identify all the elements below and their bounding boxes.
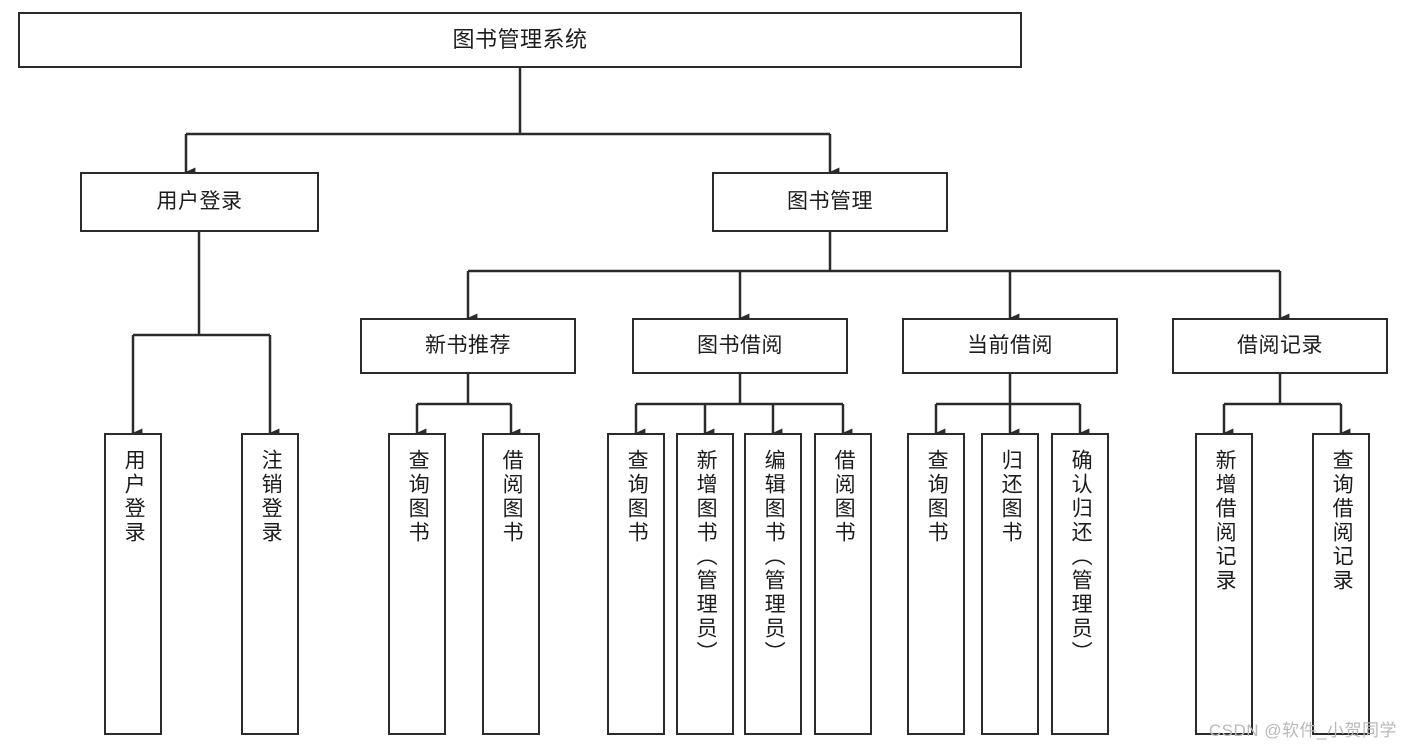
node-borrow-record[interactable]: 借阅记录 — [1172, 318, 1388, 374]
node-label: 查询图书 — [406, 449, 430, 545]
leaf-user-login-login[interactable]: 用户登录 — [104, 433, 162, 735]
node-new-book-recommend[interactable]: 新书推荐 — [360, 318, 576, 374]
leaf-record-add[interactable]: 新增借阅记录 — [1195, 433, 1253, 735]
leaf-current-return-book[interactable]: 归还图书 — [981, 433, 1039, 735]
leaf-borrow-edit-book[interactable]: 编辑图书（管理员） — [744, 433, 802, 735]
node-label: 图书借阅 — [697, 333, 783, 357]
node-label: 当前借阅 — [967, 333, 1053, 357]
node-label: 图书管理 — [787, 189, 873, 213]
node-label: 查询图书 — [925, 449, 949, 545]
node-label: 归还图书 — [999, 449, 1023, 545]
node-label: 查询借阅记录 — [1330, 449, 1354, 593]
node-label: 查询图书 — [625, 449, 649, 545]
node-user-login[interactable]: 用户登录 — [80, 172, 319, 232]
leaf-borrow-add-book[interactable]: 新增图书（管理员） — [676, 433, 734, 735]
node-label: 图书管理系统 — [452, 27, 588, 53]
node-label: 新书推荐 — [425, 333, 511, 357]
leaf-borrow-query-book[interactable]: 查询图书 — [607, 433, 665, 735]
leaf-current-confirm-return[interactable]: 确认归还（管理员） — [1051, 433, 1109, 735]
node-root-system[interactable]: 图书管理系统 — [18, 12, 1022, 68]
node-label: 用户登录 — [156, 189, 243, 213]
node-label: 借阅图书 — [500, 449, 524, 545]
node-label: 确认归还（管理员） — [1069, 449, 1093, 665]
node-label: 新增借阅记录 — [1213, 449, 1237, 593]
node-label: 借阅记录 — [1237, 333, 1323, 357]
leaf-current-query-book[interactable]: 查询图书 — [907, 433, 965, 735]
node-label: 用户登录 — [122, 449, 146, 545]
leaf-user-login-logout[interactable]: 注销登录 — [241, 433, 299, 735]
leaf-borrow-borrow-book[interactable]: 借阅图书 — [814, 433, 872, 735]
node-current-borrow[interactable]: 当前借阅 — [902, 318, 1118, 374]
node-label: 新增图书（管理员） — [694, 449, 718, 665]
leaf-new-book-query[interactable]: 查询图书 — [388, 433, 446, 735]
node-book-borrow[interactable]: 图书借阅 — [632, 318, 848, 374]
leaf-record-query[interactable]: 查询借阅记录 — [1312, 433, 1370, 735]
node-label: 编辑图书（管理员） — [762, 449, 786, 665]
watermark-text: CSDN @软件_小贺同学 — [1208, 721, 1397, 740]
node-label: 借阅图书 — [832, 449, 856, 545]
node-book-management[interactable]: 图书管理 — [712, 172, 948, 232]
node-label: 注销登录 — [259, 449, 283, 545]
leaf-new-book-borrow[interactable]: 借阅图书 — [482, 433, 540, 735]
